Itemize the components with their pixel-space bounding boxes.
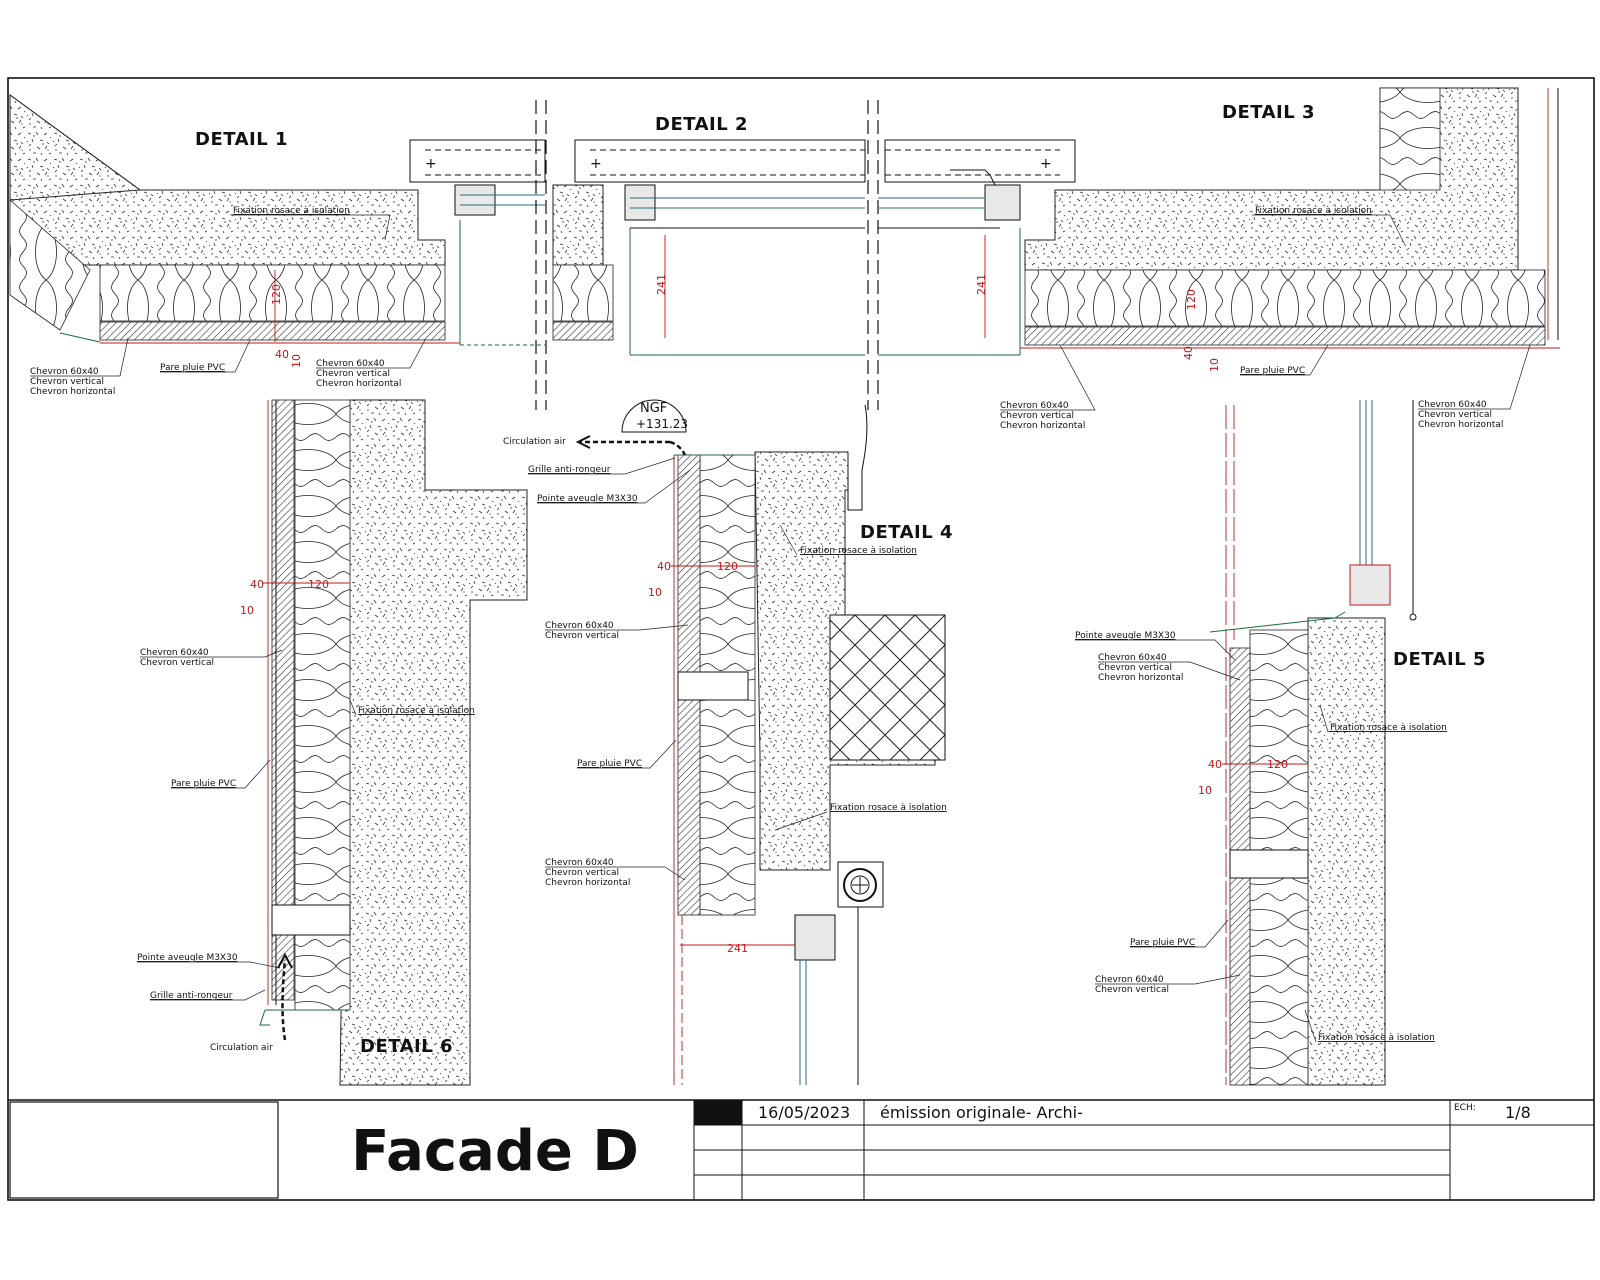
detail-5-title: DETAIL 5 bbox=[1393, 649, 1486, 670]
svg-text:+: + bbox=[1040, 156, 1052, 172]
detail-1-title: DETAIL 1 bbox=[195, 129, 288, 150]
label-pointe: Pointe aveugle M3X30 bbox=[137, 953, 238, 963]
dim-40: 40 bbox=[275, 348, 289, 361]
label-pointe: Pointe aveugle M3X30 bbox=[1075, 631, 1176, 641]
label-chevron: Chevron 60x40 bbox=[316, 359, 385, 369]
dim-120: 120 bbox=[1185, 289, 1198, 310]
label-chevron: Chevron 60x40 bbox=[545, 621, 614, 631]
label-pare-pluie: Pare pluie PVC bbox=[160, 363, 225, 373]
label-chevron: Chevron 60x40 bbox=[140, 648, 209, 658]
label-chevron-vertical: Chevron vertical bbox=[1418, 410, 1492, 420]
detail-titles: DETAIL 1 DETAIL 2 DETAIL 3 DETAIL 4 DETA… bbox=[195, 102, 1486, 1057]
label-chevron: Chevron 60x40 bbox=[1098, 653, 1167, 663]
ngf-value: +131.23 bbox=[636, 417, 688, 431]
label-chevron: Chevron 60x40 bbox=[1000, 401, 1069, 411]
label-pare-pluie: Pare pluie PVC bbox=[577, 759, 642, 769]
detail-6-drawing bbox=[259, 399, 528, 1086]
ngf-label: NGF bbox=[640, 401, 667, 416]
label-fixation: Fixation rosace à isolation bbox=[1318, 1033, 1435, 1043]
label-fixation: Fixation rosace à isolation bbox=[233, 206, 350, 216]
detail-4-title: DETAIL 4 bbox=[860, 522, 953, 543]
revision-description: émission originale- Archi- bbox=[880, 1103, 1083, 1122]
label-chevron-vertical: Chevron vertical bbox=[545, 631, 619, 641]
dim-10: 10 bbox=[1198, 784, 1212, 797]
label-chevron-horizontal: Chevron horizontal bbox=[30, 387, 115, 397]
detail-6-title: DETAIL 6 bbox=[360, 1036, 453, 1057]
label-fixation: Fixation rosace à isolation bbox=[358, 706, 475, 716]
annotations: Fixation rosace à isolation Chevron 60x4… bbox=[30, 206, 1531, 1053]
label-chevron-horizontal: Chevron horizontal bbox=[1098, 673, 1183, 683]
dimensions: 40 10 120 241 241 40 10 120 40 120 10 40… bbox=[240, 235, 1308, 955]
svg-text:+: + bbox=[590, 156, 602, 172]
revision-date: 16/05/2023 bbox=[758, 1103, 850, 1122]
label-chevron-vertical: Chevron vertical bbox=[1095, 985, 1169, 995]
detail-3-title: DETAIL 3 bbox=[1222, 102, 1315, 123]
break-lines bbox=[535, 100, 879, 410]
label-grille: Grille anti-rongeur bbox=[150, 991, 233, 1001]
dim-120: 120 bbox=[1267, 758, 1288, 771]
label-fixation: Fixation rosace à isolation bbox=[800, 546, 917, 556]
label-chevron-vertical: Chevron vertical bbox=[545, 868, 619, 878]
dim-10: 10 bbox=[290, 354, 303, 368]
dim-241: 241 bbox=[727, 942, 748, 955]
label-grille: Grille anti-rongeur bbox=[528, 465, 611, 475]
label-chevron-vertical: Chevron vertical bbox=[140, 658, 214, 668]
label-chevron-horizontal: Chevron horizontal bbox=[545, 878, 630, 888]
ngf-marker bbox=[621, 399, 687, 433]
sheet-title: Facade D bbox=[351, 1119, 639, 1184]
svg-text:+: + bbox=[425, 156, 437, 172]
label-chevron-vertical: Chevron vertical bbox=[1000, 411, 1074, 421]
dim-120: 120 bbox=[308, 578, 329, 591]
dim-241: 241 bbox=[655, 274, 668, 295]
dim-10: 10 bbox=[240, 604, 254, 617]
label-chevron-vertical: Chevron vertical bbox=[30, 377, 104, 387]
detail-4-drawing bbox=[575, 399, 946, 1085]
label-chevron: Chevron 60x40 bbox=[30, 367, 99, 377]
label-pare-pluie: Pare pluie PVC bbox=[171, 779, 236, 789]
label-fixation: Fixation rosace à isolation bbox=[1330, 723, 1447, 733]
label-pointe: Pointe aveugle M3X30 bbox=[537, 494, 638, 504]
label-chevron-horizontal: Chevron horizontal bbox=[1000, 421, 1085, 431]
dim-40: 40 bbox=[250, 578, 264, 591]
dim-40: 40 bbox=[1208, 758, 1222, 771]
dim-120: 120 bbox=[270, 284, 283, 305]
dim-241: 241 bbox=[975, 274, 988, 295]
label-pare-pluie: Pare pluie PVC bbox=[1240, 366, 1305, 376]
sheet-border bbox=[7, 77, 1595, 1201]
scale-value: 1/8 bbox=[1505, 1103, 1531, 1122]
dim-10: 10 bbox=[1208, 358, 1221, 372]
dim-40: 40 bbox=[657, 560, 671, 573]
scale-label: ECH: bbox=[1454, 1103, 1476, 1113]
dim-10: 10 bbox=[648, 586, 662, 599]
label-chevron: Chevron 60x40 bbox=[1095, 975, 1164, 985]
dim-40: 40 bbox=[1182, 346, 1195, 360]
label-circulation-air: Circulation air bbox=[210, 1043, 273, 1053]
detail-1-drawing: + bbox=[9, 94, 546, 346]
label-chevron: Chevron 60x40 bbox=[1418, 400, 1487, 410]
label-chevron-vertical: Chevron vertical bbox=[1098, 663, 1172, 673]
detail-5-drawing bbox=[1209, 400, 1417, 1086]
label-pare-pluie: Pare pluie PVC bbox=[1130, 938, 1195, 948]
label-chevron: Chevron 60x40 bbox=[545, 858, 614, 868]
detail-2-title: DETAIL 2 bbox=[655, 114, 748, 135]
label-circulation-air: Circulation air bbox=[503, 437, 566, 447]
label-chevron-horizontal: Chevron horizontal bbox=[1418, 420, 1503, 430]
title-block: Facade D 16/05/2023 émission originale- … bbox=[8, 1099, 1594, 1200]
label-chevron-vertical: Chevron vertical bbox=[316, 369, 390, 379]
detail-2-drawing: + bbox=[552, 139, 866, 356]
label-fixation: Fixation rosace à isolation bbox=[830, 803, 947, 813]
detail-3-drawing: + bbox=[878, 87, 1560, 356]
dim-120: 120 bbox=[717, 560, 738, 573]
label-chevron-horizontal: Chevron horizontal bbox=[316, 379, 401, 389]
label-fixation: Fixation rosace à isolation bbox=[1255, 206, 1372, 216]
